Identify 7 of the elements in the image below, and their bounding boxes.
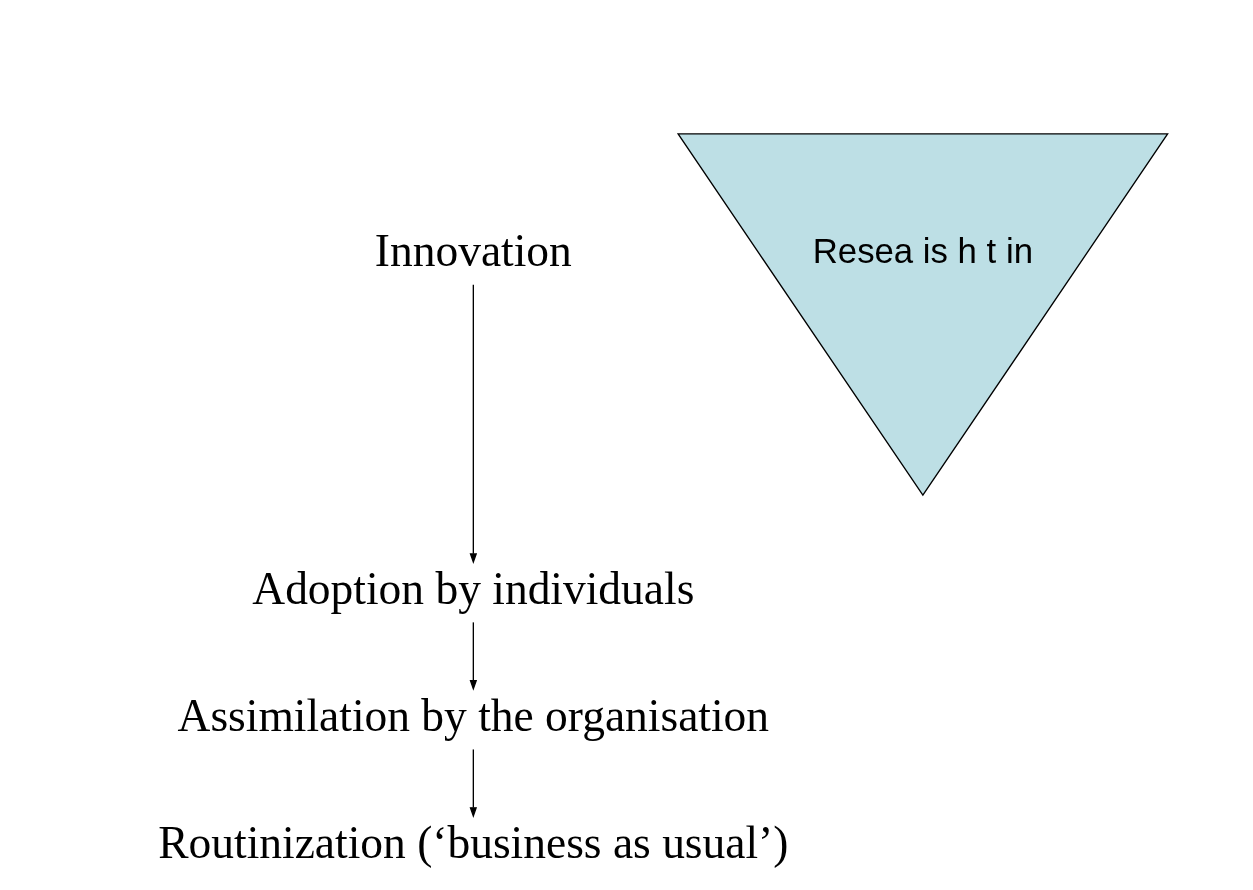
node-text: Routinization (‘business as usual’) xyxy=(158,817,789,868)
arrow xyxy=(469,621,478,691)
arrow xyxy=(469,748,478,818)
node-text: Innovation xyxy=(374,224,572,276)
arrow xyxy=(469,284,478,564)
node-text: Adoption by individuals xyxy=(252,562,695,614)
node-text: Assimilation by the organisation xyxy=(177,689,770,741)
